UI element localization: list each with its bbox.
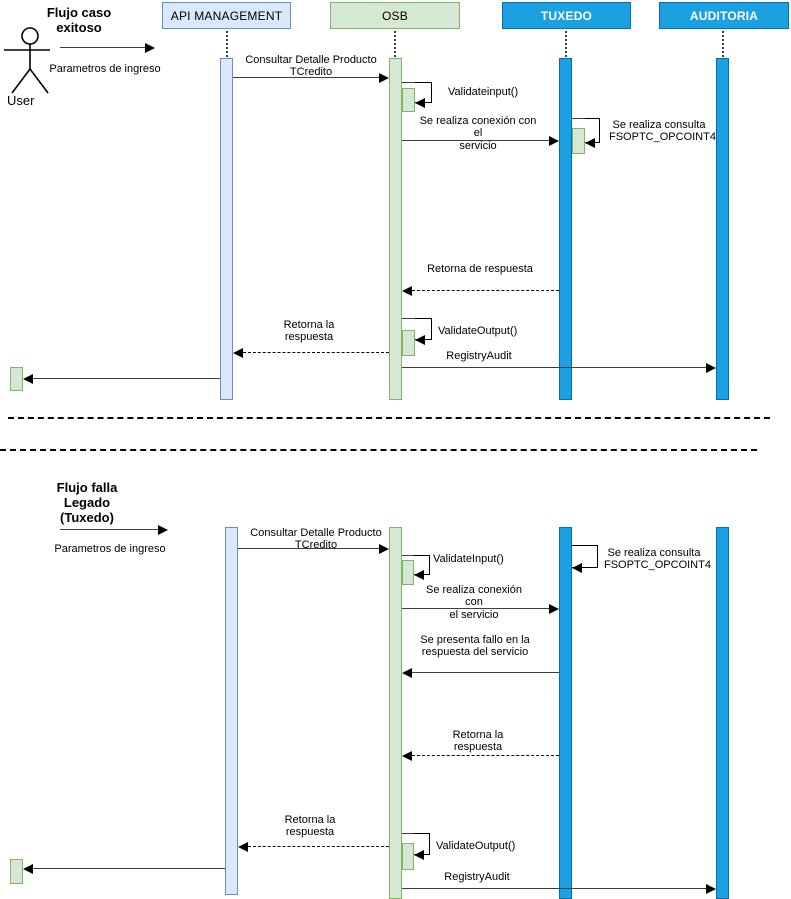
flow1-validateoutput-label: ValidateOutput()	[438, 325, 518, 337]
flow2-msg-conexion-arrowhead-icon	[549, 604, 559, 614]
flow1-title: Flujo caso exitoso	[46, 5, 112, 35]
flow1-consulta-label: Se realiza consulta FSOPTC_OPCOINT4	[609, 119, 716, 144]
activation-bar-api-flow1	[220, 58, 233, 400]
flow1-trigger-arrowhead-icon	[145, 43, 155, 53]
flow1-trigger-label: Parametros de ingreso	[49, 63, 161, 75]
user-actor-icon	[4, 27, 50, 94]
flow2-user-return-line	[33, 868, 225, 869]
flow2-msg-consultar-line	[238, 548, 379, 549]
activation-bar-tuxedo-flow1	[559, 58, 572, 400]
flow2-trigger-label: Parametros de ingreso	[54, 543, 166, 555]
flow1-retorna-tuxedo-label: Retorna de respuesta	[427, 263, 533, 275]
flow-separator-line-1	[8, 417, 770, 419]
flow2-user-return-activation	[10, 859, 23, 884]
flow2-fallo-arrowhead-icon	[402, 668, 412, 678]
lifeline-header-api-management: API MANAGEMENT	[162, 2, 291, 29]
flow1-retorna-api-line	[243, 352, 389, 353]
flow2-retorna-tuxedo-label: Retorna la respuesta	[452, 729, 504, 754]
flow2-msg-conexion-line	[402, 608, 549, 609]
flow2-validateoutput-activation	[402, 843, 414, 870]
activation-bar-osb-flow2	[389, 527, 402, 899]
flow1-validateinput-label: Validateinput()	[448, 86, 519, 98]
flow2-retorna-tuxedo-arrowhead-icon	[402, 751, 412, 761]
flow1-msg-conexion-arrowhead-icon	[549, 136, 559, 146]
flow2-consulta-arrowhead-icon	[572, 563, 582, 573]
flow2-trigger-arrow-line	[60, 529, 158, 530]
flow2-fallo-line	[412, 672, 559, 673]
lifeline-header-osb: OSB	[330, 2, 460, 29]
flow2-validateinput-loop-ext	[402, 555, 415, 556]
flow1-msg-consultar-arrowhead-icon	[379, 73, 389, 83]
flow2-validateinput-label: ValidateInput()	[433, 553, 504, 565]
flow1-msg-consultar-label: Consultar Detalle Producto TCredito	[245, 54, 377, 79]
flow1-validateinput-loop-ext	[402, 82, 416, 83]
flow2-registryaudit-label: RegistryAudit	[444, 871, 510, 883]
flow-separator-line-2	[0, 449, 757, 451]
flow2-title: Flujo falla Legado (Tuxedo)	[56, 480, 118, 525]
flow1-consulta-arrowhead-icon	[585, 138, 595, 148]
activation-bar-osb-flow1	[389, 58, 402, 400]
flow2-user-return-arrowhead-icon	[23, 864, 33, 874]
flow1-consulta-loop-ext	[572, 118, 586, 119]
flow1-msg-conexion-line	[402, 140, 549, 141]
activation-bar-api-flow2	[225, 527, 238, 895]
flow2-validateinput-arrowhead-icon	[414, 570, 424, 580]
flow2-validateoutput-loop-ext	[402, 833, 415, 834]
flow1-validateoutput-arrowhead-icon	[415, 335, 425, 345]
flow1-validateoutput-loop-ext	[402, 318, 416, 319]
flow1-registryaudit-arrowhead-icon	[706, 363, 716, 373]
flow2-retorna-api-label: Retorna la respuesta	[284, 814, 336, 839]
flow1-validateoutput-activation	[402, 330, 415, 356]
flow2-consulta-loop	[572, 545, 598, 568]
flow2-retorna-api-arrowhead-icon	[238, 842, 248, 852]
flow1-user-return-line	[33, 378, 220, 379]
flow1-consulta-activation	[572, 128, 585, 154]
flow1-user-return-activation	[10, 367, 23, 391]
flow1-retorna-tuxedo-line	[412, 290, 559, 291]
flow1-retorna-api-label: Retorna la respuesta	[283, 319, 335, 344]
flow1-trigger-arrow-line	[60, 47, 145, 48]
flow1-validateinput-arrowhead-icon	[415, 98, 425, 108]
flow2-msg-consultar-arrowhead-icon	[379, 544, 389, 554]
flow2-validateinput-activation	[402, 560, 414, 585]
flow2-trigger-arrowhead-icon	[158, 525, 168, 535]
lifeline-dotted-auditoria	[722, 31, 724, 57]
flow2-msg-conexion-label: Se realiza conexión con el servicio	[425, 584, 522, 621]
flow2-registryaudit-line	[402, 888, 706, 889]
flow1-validateinput-activation	[402, 88, 415, 112]
activation-bar-tuxedo-flow2	[559, 527, 572, 899]
flow2-validateoutput-label: ValidateOutput()	[436, 840, 516, 852]
activation-bar-auditoria-flow2	[716, 527, 729, 899]
lifeline-dotted-api	[226, 31, 228, 57]
flow2-validateoutput-arrowhead-icon	[414, 850, 424, 860]
flow2-registryaudit-arrowhead-icon	[706, 884, 716, 894]
flow1-user-return-arrowhead-icon	[23, 374, 33, 384]
flow1-retorna-tuxedo-arrowhead-icon	[402, 286, 412, 296]
flow2-retorna-api-line	[248, 846, 389, 847]
flow1-registryaudit-label: RegistryAudit	[446, 350, 512, 362]
lifeline-header-tuxedo: TUXEDO	[502, 2, 631, 29]
flow1-msg-conexion-label: Se realiza conexión con el servicio	[419, 115, 537, 152]
flow1-msg-consultar-line	[233, 77, 379, 78]
activation-bar-auditoria-flow1	[716, 58, 729, 400]
flow1-retorna-api-arrowhead-icon	[233, 348, 243, 358]
lifeline-header-auditoria: AUDITORIA	[659, 2, 789, 29]
flow2-consulta-label: Se realiza consulta FSOPTC_OPCOINT4	[604, 547, 711, 572]
flow2-retorna-tuxedo-line	[412, 755, 559, 756]
lifeline-dotted-osb	[394, 31, 396, 57]
user-actor-label: User	[7, 93, 35, 108]
flow1-registryaudit-line	[402, 367, 706, 368]
flow2-fallo-label: Se presenta fallo en la respuesta del se…	[420, 634, 530, 659]
lifeline-dotted-tuxedo	[565, 31, 567, 57]
